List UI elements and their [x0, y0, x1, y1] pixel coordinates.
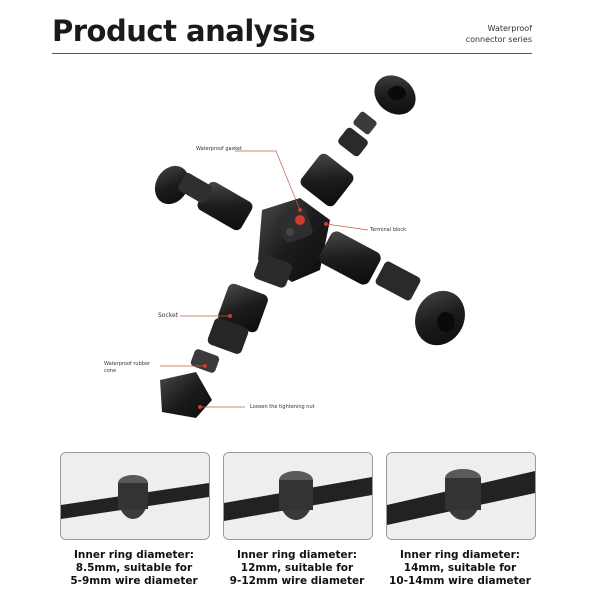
left-arm	[154, 165, 253, 231]
series-label-line2: connector series	[465, 35, 532, 44]
inner-ring-cards: Inner ring diameter: 8.5mm, suitable for…	[60, 452, 540, 592]
ring-card-3	[386, 452, 536, 540]
ring-caption-3-line2: 14mm, suitable for	[403, 562, 517, 574]
connector-illustration	[154, 75, 465, 418]
ring-caption-1-line1: Inner ring diameter:	[73, 549, 195, 561]
series-label-line1: Waterproof	[487, 24, 532, 33]
cable-ring-image	[387, 453, 535, 539]
right-arm	[319, 231, 465, 346]
ring-caption-2-line1: Inner ring diameter:	[236, 549, 358, 561]
ring-caption-3: Inner ring diameter: 14mm, suitable for …	[380, 549, 540, 588]
lower-arm	[160, 254, 293, 418]
ring-card-2	[223, 452, 373, 540]
ring-caption-3-line3: 10-14mm wire diameter	[389, 575, 531, 587]
callout-socket: Socket	[158, 312, 179, 319]
ring-caption-1-line2: 8.5mm, suitable for	[75, 562, 193, 574]
ring-caption-1: Inner ring diameter: 8.5mm, suitable for…	[54, 549, 214, 588]
callout-lines	[160, 150, 369, 408]
cable-ring-image	[61, 453, 209, 539]
header-divider	[52, 53, 532, 54]
callout-rubber-line1: Waterproof rubber	[104, 361, 151, 367]
callout-rubber-cone: Waterproof rubber cone	[104, 361, 150, 375]
cable-ring-image	[224, 453, 372, 539]
exploded-connector-diagram: Waterproof gasket Terminal block Socket …	[0, 60, 600, 440]
callout-gasket: Waterproof gasket	[196, 146, 242, 152]
page-title: Product analysis	[52, 14, 316, 48]
ring-caption-2-line3: 9-12mm wire diameter	[229, 575, 365, 587]
ring-caption-3-line1: Inner ring diameter:	[399, 549, 521, 561]
callout-terminal-block: Terminal block	[370, 227, 406, 233]
callout-dots	[198, 208, 328, 409]
ring-caption-1-line3: 5-9mm wire diameter	[70, 575, 198, 587]
callout-nut: Loosen the tightening nut	[250, 404, 315, 410]
callout-rubber-line2: cone	[104, 368, 117, 374]
ring-card-1	[60, 452, 210, 540]
ring-caption-2-line2: 12mm, suitable for	[240, 562, 354, 574]
page-header: Product analysis Waterproof connector se…	[52, 14, 532, 56]
ring-caption-2: Inner ring diameter: 12mm, suitable for …	[217, 549, 377, 588]
series-label: Waterproof connector series	[442, 23, 532, 45]
upper-right-arm	[300, 75, 416, 207]
